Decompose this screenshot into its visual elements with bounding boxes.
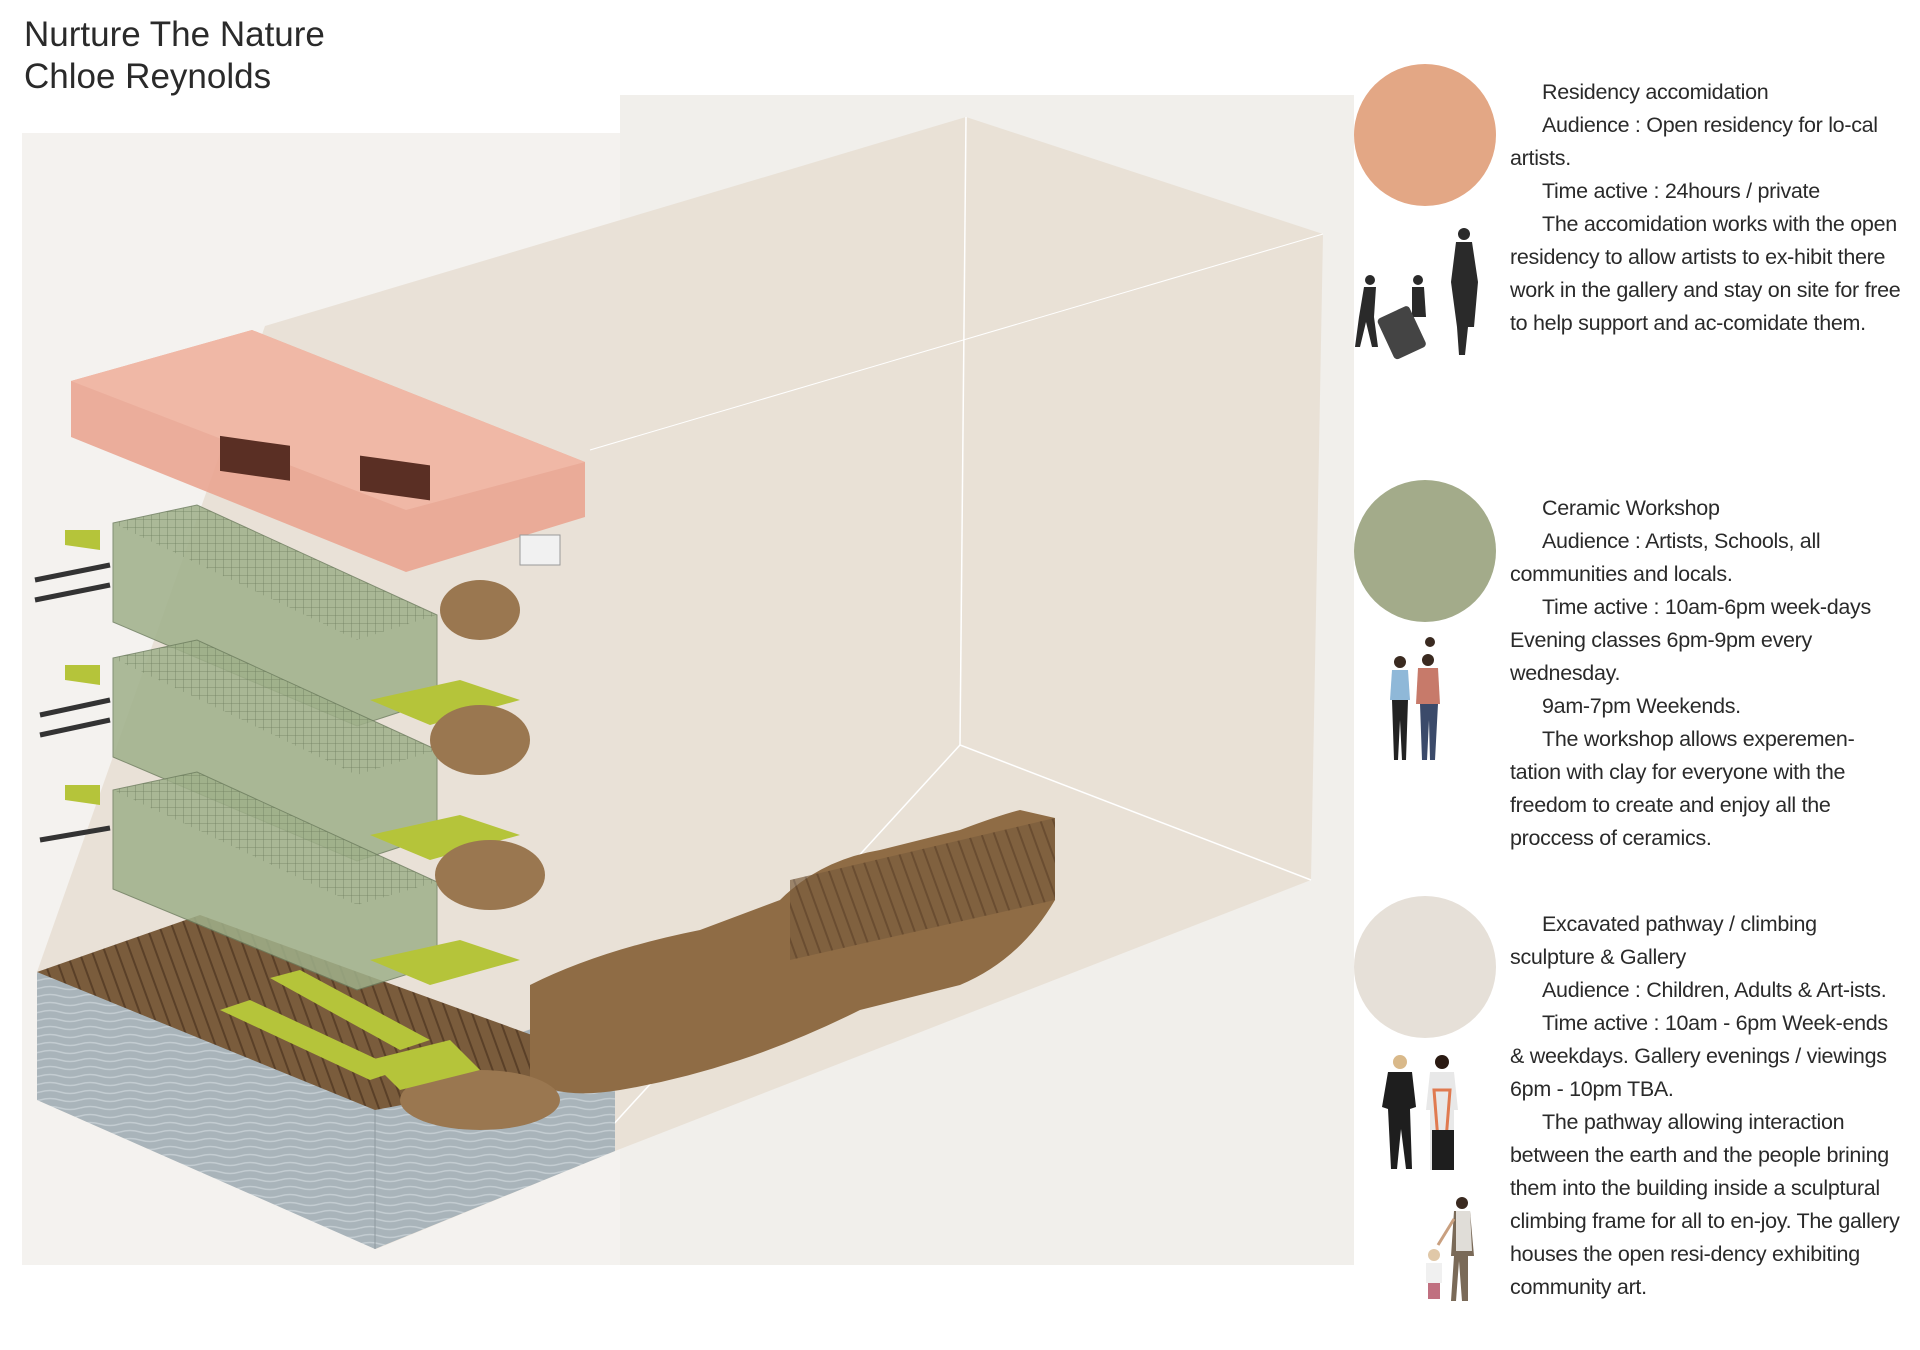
page-title: Nurture The Nature Chloe Reynolds <box>24 14 325 98</box>
excavated-pathway <box>400 810 1055 1130</box>
workshop-level <box>112 639 530 862</box>
project-title: Nurture The Nature <box>24 15 325 54</box>
people-silhouette-family <box>1390 637 1440 760</box>
pathway-description: Excavated pathway / climbing sculpture &… <box>1510 908 1905 1304</box>
residency-title: Residency accomidation <box>1542 80 1769 104</box>
yellow-green-floors <box>65 530 480 1090</box>
residency-body: The accomidation works with the open res… <box>1510 212 1901 335</box>
residency-level <box>71 330 585 572</box>
workshop-color-swatch <box>1354 480 1496 622</box>
workshop-levels <box>34 504 545 991</box>
workshop-audience: Audience : Artists, Schools, all communi… <box>1510 529 1821 586</box>
people-silhouette-parent-child <box>1426 1197 1474 1301</box>
workshop-body: The workshop allows experemen-tation wit… <box>1510 727 1855 850</box>
pathway-body: The pathway allowing interaction between… <box>1510 1110 1900 1299</box>
cantilever-beams <box>34 562 111 843</box>
pathway-time: Time active : 10am - 6pm Week-ends & wee… <box>1510 1011 1888 1101</box>
workshop-level <box>112 504 520 727</box>
pathway-audience: Audience : Children, Adults & Art-ists. <box>1542 978 1887 1002</box>
people-silhouette-climbers <box>1382 1055 1458 1170</box>
workshop-time: Time active : 10am-6pm week-days Evening… <box>1510 595 1871 685</box>
author-name: Chloe Reynolds <box>24 57 272 96</box>
residency-color-swatch <box>1354 64 1496 206</box>
workshop-weekend-time: 9am-7pm Weekends. <box>1542 694 1741 718</box>
pathway-color-swatch <box>1354 896 1496 1038</box>
workshop-description: Ceramic Workshop Audience : Artists, Sch… <box>1510 492 1905 855</box>
residency-description: Residency accomidation Audience : Open r… <box>1510 76 1905 340</box>
workshop-title: Ceramic Workshop <box>1542 496 1720 520</box>
residency-time: Time active : 24hours / private <box>1542 179 1820 203</box>
people-silhouette-travellers <box>1355 228 1478 360</box>
pathway-title: Excavated pathway / climbing sculpture &… <box>1510 912 1817 969</box>
workshop-level <box>112 771 545 991</box>
residency-audience: Audience : Open residency for lo-cal art… <box>1510 113 1878 170</box>
